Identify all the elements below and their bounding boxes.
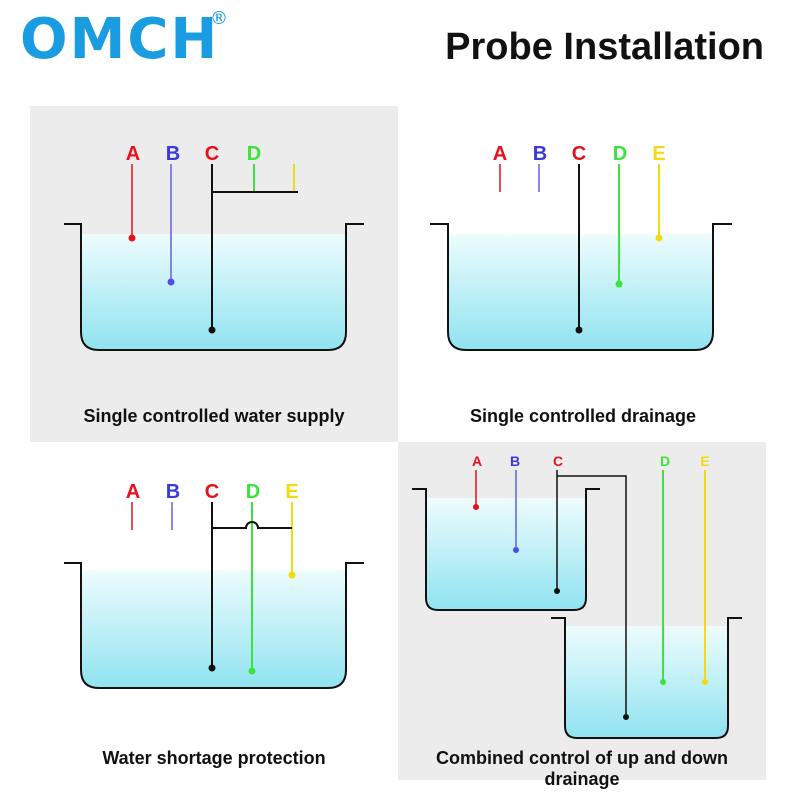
caption-combined-control: Combined control of up and down drainage	[436, 748, 728, 789]
tank-diagram-water-shortage: A B C D E	[64, 481, 364, 689]
connector-wire	[212, 521, 292, 529]
probe-b-tip	[167, 278, 175, 286]
page-title: Probe Installation	[445, 26, 764, 68]
probe-e-tip	[655, 234, 663, 242]
probe-a-tip	[128, 234, 136, 242]
probe-label-d: D	[246, 481, 260, 503]
probe-e-tip	[702, 679, 708, 685]
probe-b-tip	[513, 547, 519, 553]
probe-label-b: B	[533, 143, 547, 165]
panel-water-shortage: A B C D E Water shortage protection	[30, 442, 398, 782]
probe-label-b: B	[166, 143, 180, 165]
probe-c-tip	[554, 588, 560, 594]
probe-label-a: A	[472, 453, 482, 469]
probe-label-b: B	[166, 481, 180, 503]
probe-label-d: D	[660, 453, 670, 469]
probe-d-tip	[660, 679, 666, 685]
caption-water-shortage: Water shortage protection	[102, 748, 326, 768]
probe-label-c: C	[205, 143, 219, 165]
lower-tank-water	[565, 626, 728, 738]
water	[448, 234, 713, 350]
water	[81, 234, 346, 350]
probe-label-b: B	[510, 453, 520, 469]
probe-label-e: E	[700, 453, 709, 469]
panel-drainage: A B C D E Single controlled drainage	[398, 106, 768, 442]
probe-label-e: E	[285, 481, 298, 503]
tank	[430, 223, 732, 351]
probe-label-a: A	[493, 143, 507, 165]
connector-wire	[557, 475, 627, 716]
probe-label-a: A	[126, 481, 140, 503]
registered-mark: ®	[210, 8, 228, 29]
caption-water-supply: Single controlled water supply	[83, 406, 345, 426]
probe-label-a: A	[126, 143, 140, 165]
probe-c-tip	[208, 664, 216, 672]
probe-label-c: C	[205, 481, 219, 503]
probe-c-tip	[208, 326, 216, 334]
probe-label-c: C	[572, 143, 586, 165]
probe-e-tip	[288, 571, 296, 579]
probe-d-tip	[248, 667, 256, 675]
lower-tank	[551, 617, 742, 739]
tank	[64, 562, 364, 689]
probe-c-tip	[575, 326, 583, 334]
water	[81, 570, 346, 688]
tank	[64, 223, 364, 351]
caption-drainage: Single controlled drainage	[469, 406, 697, 426]
upper-tank	[412, 488, 600, 611]
tank-diagram-drainage: A B C D E	[430, 143, 732, 351]
lower-c-tip	[623, 714, 629, 720]
probe-a-tip	[473, 504, 479, 510]
probe-label-e: E	[652, 143, 665, 165]
probe-label-d: D	[247, 143, 261, 165]
upper-tank-water	[426, 498, 586, 610]
probe-label-c: C	[553, 453, 563, 469]
logo-text: OMCH	[20, 7, 220, 72]
probe-label-d: D	[613, 143, 627, 165]
panel-water-supply: A B C D Single controlled water supply	[30, 106, 398, 442]
panel-combined-control: A B C D E Combined control of up and dow…	[398, 442, 766, 789]
tank-diagram-water-supply: A B C D	[64, 143, 364, 351]
tank-diagram-combined: A B C D E	[412, 453, 742, 739]
probe-d-tip	[615, 280, 623, 288]
